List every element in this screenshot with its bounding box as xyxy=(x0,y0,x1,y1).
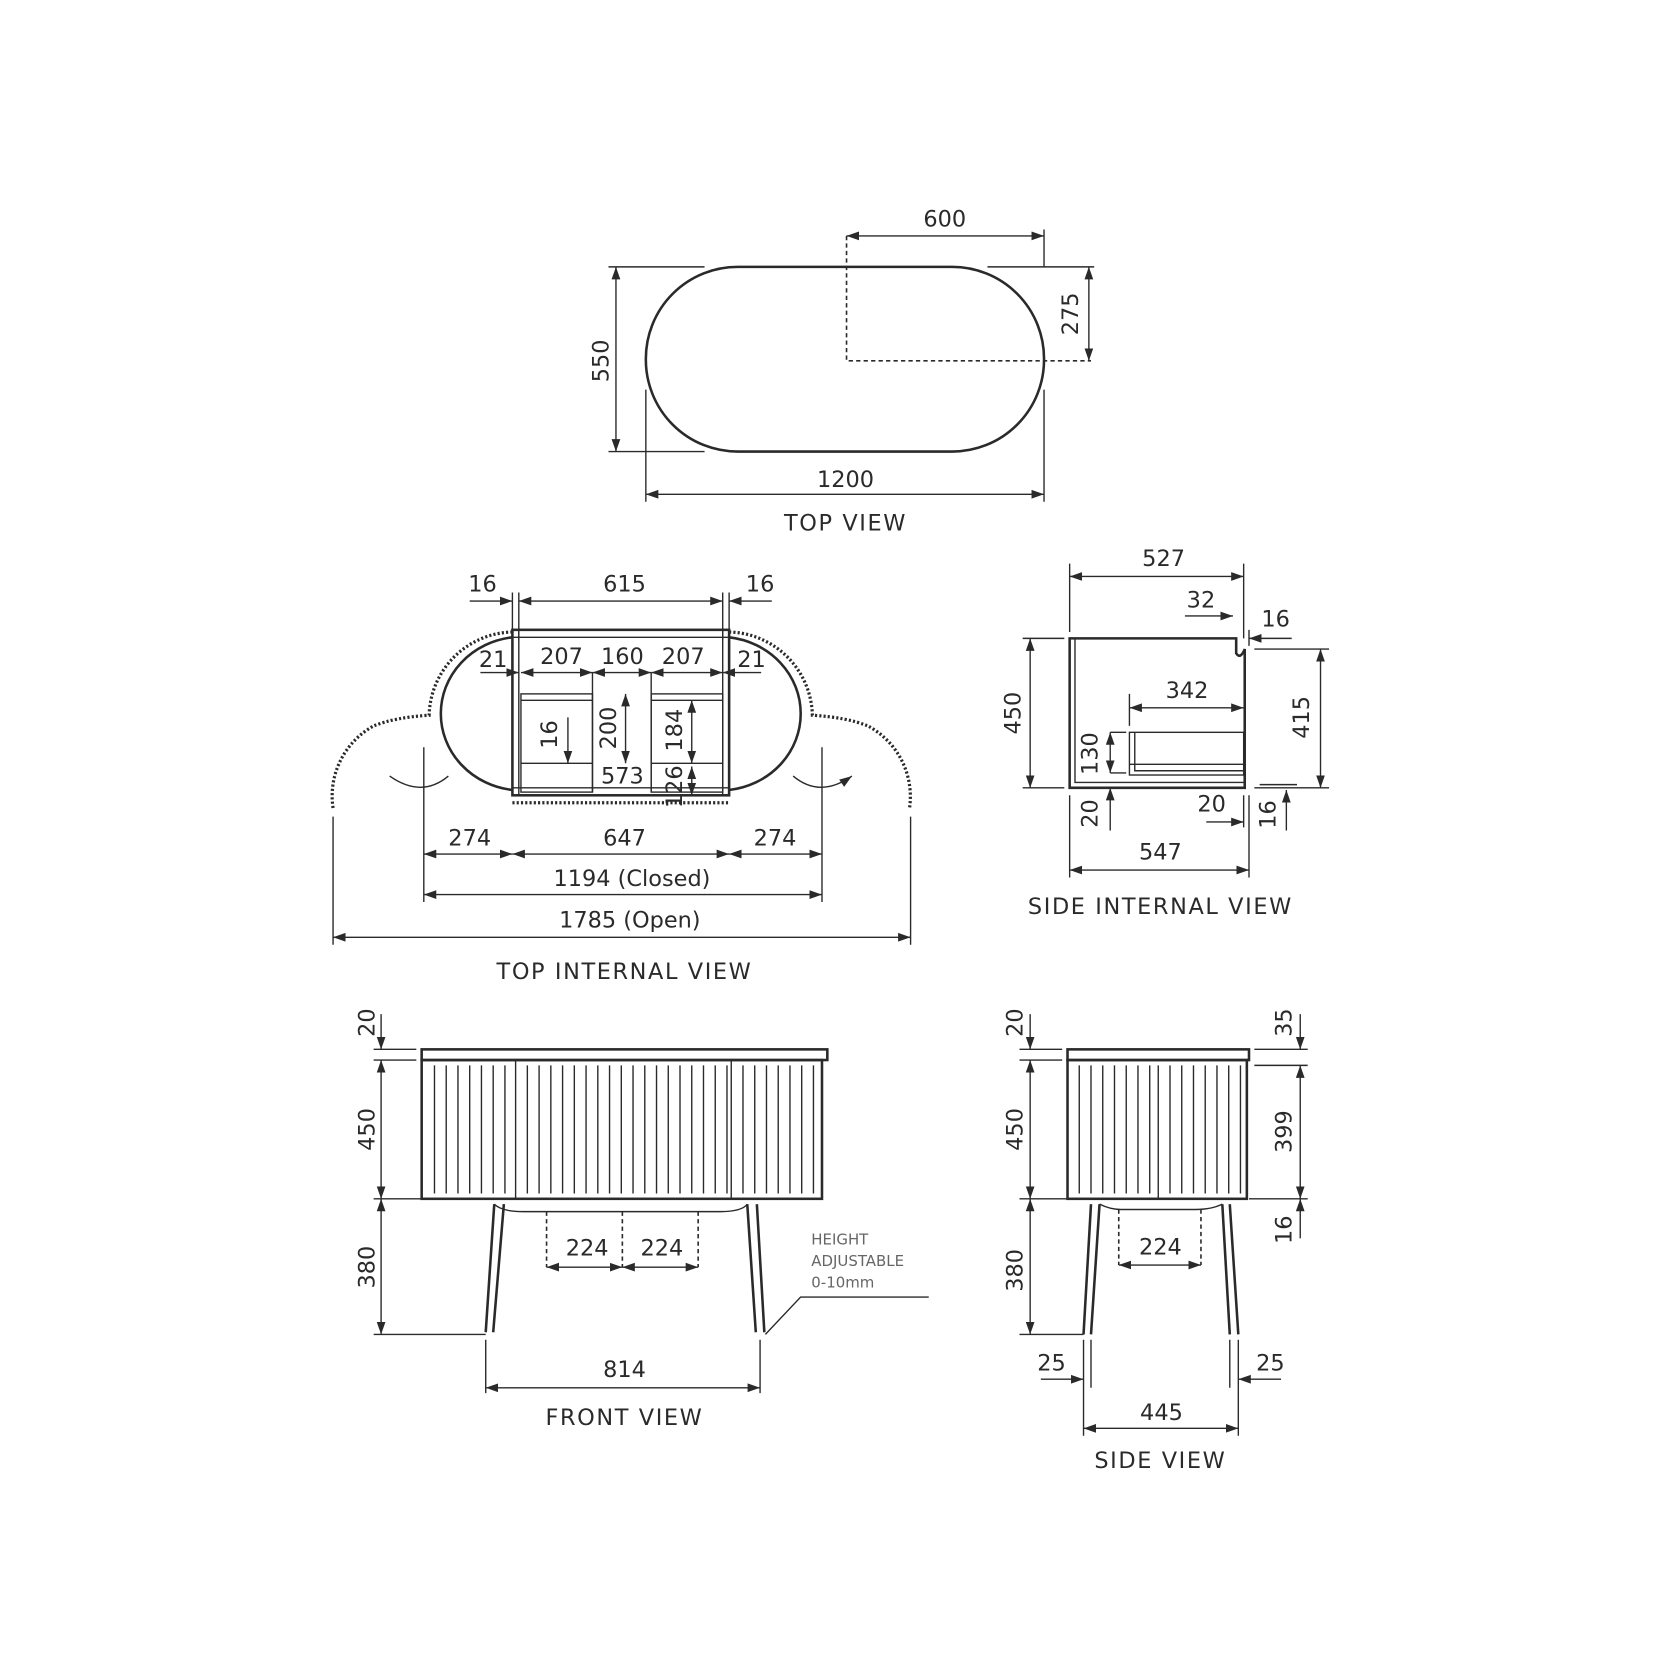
note-range: 0-10mm xyxy=(811,1273,874,1291)
dim-16-shelf: 16 xyxy=(537,720,563,749)
dim-21-left: 21 xyxy=(479,647,508,673)
side-legs xyxy=(1082,1204,1240,1335)
dim-274-right: 274 xyxy=(754,825,797,851)
swing-arrows xyxy=(389,776,852,787)
dim-450-front: 450 xyxy=(355,1108,381,1151)
dim-547: 547 xyxy=(1139,839,1182,865)
left-door-open xyxy=(330,630,513,809)
dim-275: 275 xyxy=(1058,292,1084,335)
dim-274-left: 274 xyxy=(448,825,491,851)
dim-342: 342 xyxy=(1166,678,1209,704)
right-door-closed xyxy=(728,636,802,792)
dim-1200: 1200 xyxy=(817,467,874,493)
side-view-title: SIDE VIEW xyxy=(1094,1448,1226,1474)
dim-1785-open: 1785 (Open) xyxy=(559,908,700,934)
front-view-title: FRONT VIEW xyxy=(546,1405,704,1431)
side-internal-view-title: SIDE INTERNAL VIEW xyxy=(1028,894,1293,920)
dim-32: 32 xyxy=(1187,587,1216,613)
vanity-top-outline xyxy=(644,265,1046,453)
dim-207-right: 207 xyxy=(662,644,705,670)
dim-21-right: 21 xyxy=(737,647,766,673)
dim-600: 600 xyxy=(923,206,966,232)
dim-450-side: 450 xyxy=(1003,1108,1029,1151)
dim-20-base-left: 20 xyxy=(1077,799,1103,828)
side-carcass xyxy=(1068,637,1247,790)
dim-184: 184 xyxy=(662,709,688,752)
dim-224-left: 224 xyxy=(566,1235,609,1261)
dim-399: 399 xyxy=(1272,1110,1298,1153)
dim-380-front: 380 xyxy=(355,1246,381,1289)
top-internal-view: 16 615 16 207 160 207 21 21 16 200 184 5… xyxy=(330,571,912,985)
front-cabinet-body xyxy=(420,1058,824,1201)
dim-160: 160 xyxy=(601,644,644,670)
dim-16-left: 16 xyxy=(468,571,497,597)
side-cabinet-body xyxy=(1066,1058,1249,1201)
dim-615: 615 xyxy=(603,571,646,597)
dim-20-base-right: 20 xyxy=(1197,791,1226,817)
note-height: HEIGHT xyxy=(811,1231,869,1249)
dim-126: 126 xyxy=(662,765,688,808)
dim-1194-closed: 1194 (Closed) xyxy=(554,866,711,892)
top-view: 600 275 550 1200 TOP VIEW xyxy=(588,206,1095,537)
dim-380-side: 380 xyxy=(1003,1249,1029,1292)
dim-130: 130 xyxy=(1077,732,1103,775)
dim-16-lip: 16 xyxy=(1256,800,1282,829)
dim-16-side: 16 xyxy=(1272,1216,1298,1245)
dim-16-right: 16 xyxy=(746,571,775,597)
dim-20-side: 20 xyxy=(1003,1008,1029,1037)
dim-445: 445 xyxy=(1140,1400,1183,1426)
front-top-slab xyxy=(420,1048,829,1062)
dim-25-right: 25 xyxy=(1256,1351,1285,1377)
dim-200: 200 xyxy=(596,707,622,750)
dim-573: 573 xyxy=(601,764,644,790)
dim-224-side: 224 xyxy=(1139,1234,1182,1260)
dim-35: 35 xyxy=(1272,1008,1298,1037)
right-door-open xyxy=(729,630,912,809)
front-view: 20 450 380 224 224 HEIGHT ADJUSTABLE 0-1… xyxy=(355,1008,929,1431)
side-internal-view: 527 32 16 450 415 342 130 20 20 16 547 S… xyxy=(1001,546,1330,920)
dim-814: 814 xyxy=(603,1357,646,1383)
note-adjustable: ADJUSTABLE xyxy=(811,1252,904,1270)
side-view: 20 450 380 35 399 16 224 25 25 445 SIDE … xyxy=(1003,1008,1308,1474)
dim-20-front: 20 xyxy=(355,1008,381,1037)
quarter-reference-dashed xyxy=(845,235,1092,362)
front-legs xyxy=(484,1204,766,1333)
dim-450-internal: 450 xyxy=(1001,692,1027,735)
dim-16-back: 16 xyxy=(1261,607,1290,633)
fluted-door-panels xyxy=(433,1065,815,1194)
fluted-side-panels xyxy=(1078,1065,1242,1194)
left-door-closed xyxy=(439,636,513,792)
dim-415: 415 xyxy=(1289,696,1315,739)
dim-527: 527 xyxy=(1142,546,1185,572)
dim-224-right: 224 xyxy=(640,1235,683,1261)
dim-647: 647 xyxy=(603,825,646,851)
dim-207-left: 207 xyxy=(540,644,583,670)
drawer xyxy=(1128,731,1245,776)
top-view-title: TOP VIEW xyxy=(783,511,907,537)
side-top-slab xyxy=(1066,1048,1251,1062)
dim-550: 550 xyxy=(588,339,614,382)
leader-line xyxy=(764,1296,929,1335)
dim-25-left: 25 xyxy=(1037,1351,1066,1377)
cabinet-carcass xyxy=(511,628,731,797)
top-internal-view-title: TOP INTERNAL VIEW xyxy=(496,959,753,985)
